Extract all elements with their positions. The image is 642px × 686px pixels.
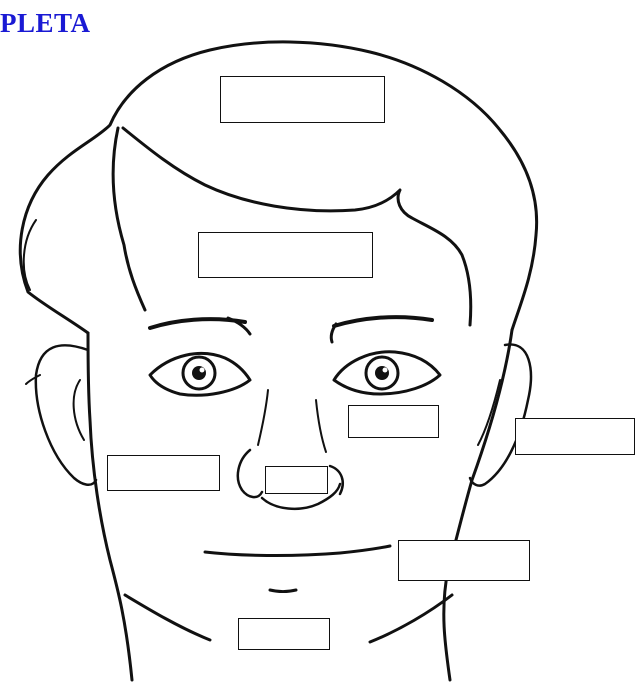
jaw-right	[370, 595, 452, 642]
face-left-side	[88, 333, 132, 680]
hair-side-left	[24, 220, 36, 290]
label-input-forehead[interactable]	[198, 232, 373, 278]
pupil-left	[192, 366, 206, 380]
label-input-chin[interactable]	[238, 618, 330, 650]
pupil-right	[375, 366, 389, 380]
ear-right-inner	[478, 380, 500, 445]
eyebrow-right-head	[331, 324, 336, 342]
face-outline-group	[20, 42, 536, 680]
ear-left-inner	[74, 380, 84, 440]
label-input-cheek-right[interactable]	[348, 405, 439, 438]
label-input-hair[interactable]	[220, 76, 385, 123]
nose-bridge-right	[316, 400, 326, 452]
hair-fringe-top	[123, 128, 471, 325]
ear-left-detail	[26, 375, 40, 384]
face-right-side	[444, 330, 512, 680]
jaw-left	[125, 595, 210, 640]
chin-mark	[270, 590, 296, 592]
label-input-ear[interactable]	[515, 418, 635, 455]
label-input-nose[interactable]	[265, 466, 328, 494]
ear-right	[470, 344, 531, 485]
hair-fringe	[113, 128, 145, 310]
nostril-left	[238, 450, 262, 497]
mouth-line	[205, 546, 390, 556]
pupil-left-glint	[200, 368, 205, 373]
label-input-cheek-left[interactable]	[107, 455, 220, 491]
eyebrow-right	[334, 317, 432, 326]
pupil-right-glint	[383, 368, 388, 373]
label-input-mouth[interactable]	[398, 540, 530, 581]
nose-bridge-left	[258, 390, 268, 445]
